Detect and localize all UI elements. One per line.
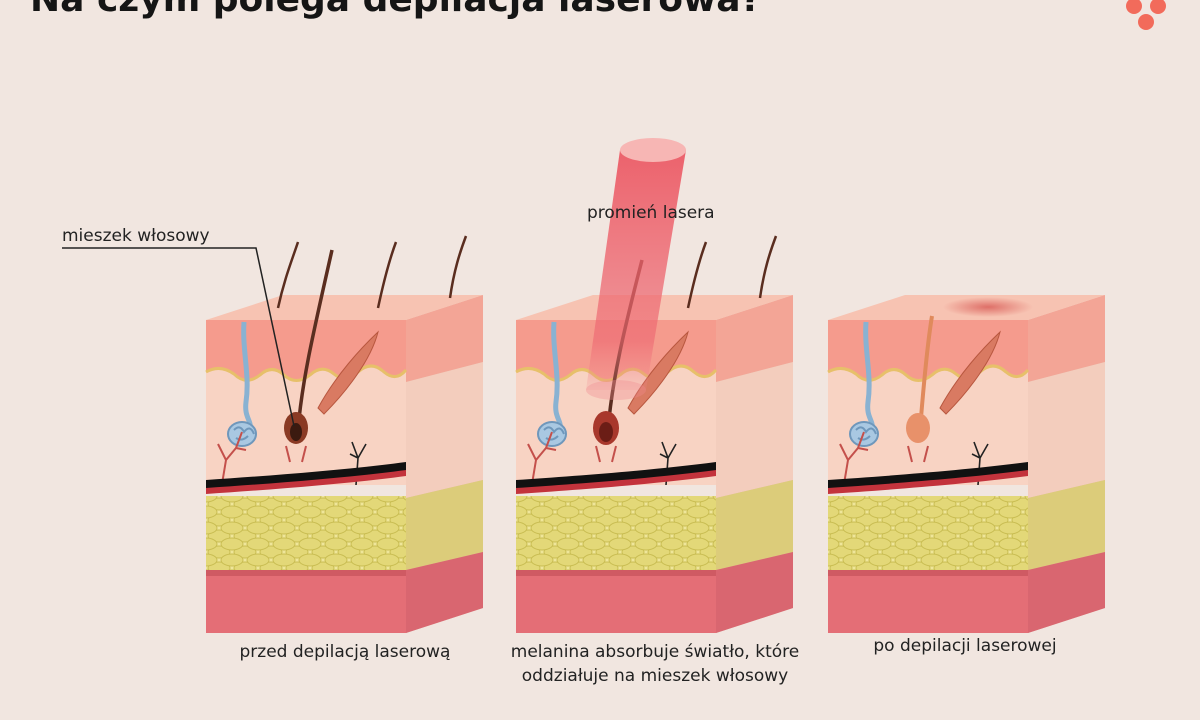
caption-after: po depilacji laserowej xyxy=(820,634,1110,658)
caption-before: przed depilacją laserową xyxy=(200,640,490,664)
panel-before xyxy=(206,236,483,633)
label-hair-follicle: mieszek włosowy xyxy=(62,224,210,248)
panel-after xyxy=(828,295,1105,633)
label-laser-beam: promień lasera xyxy=(587,201,715,225)
caption-during: melanina absorbuje światło, które oddzia… xyxy=(510,640,800,688)
